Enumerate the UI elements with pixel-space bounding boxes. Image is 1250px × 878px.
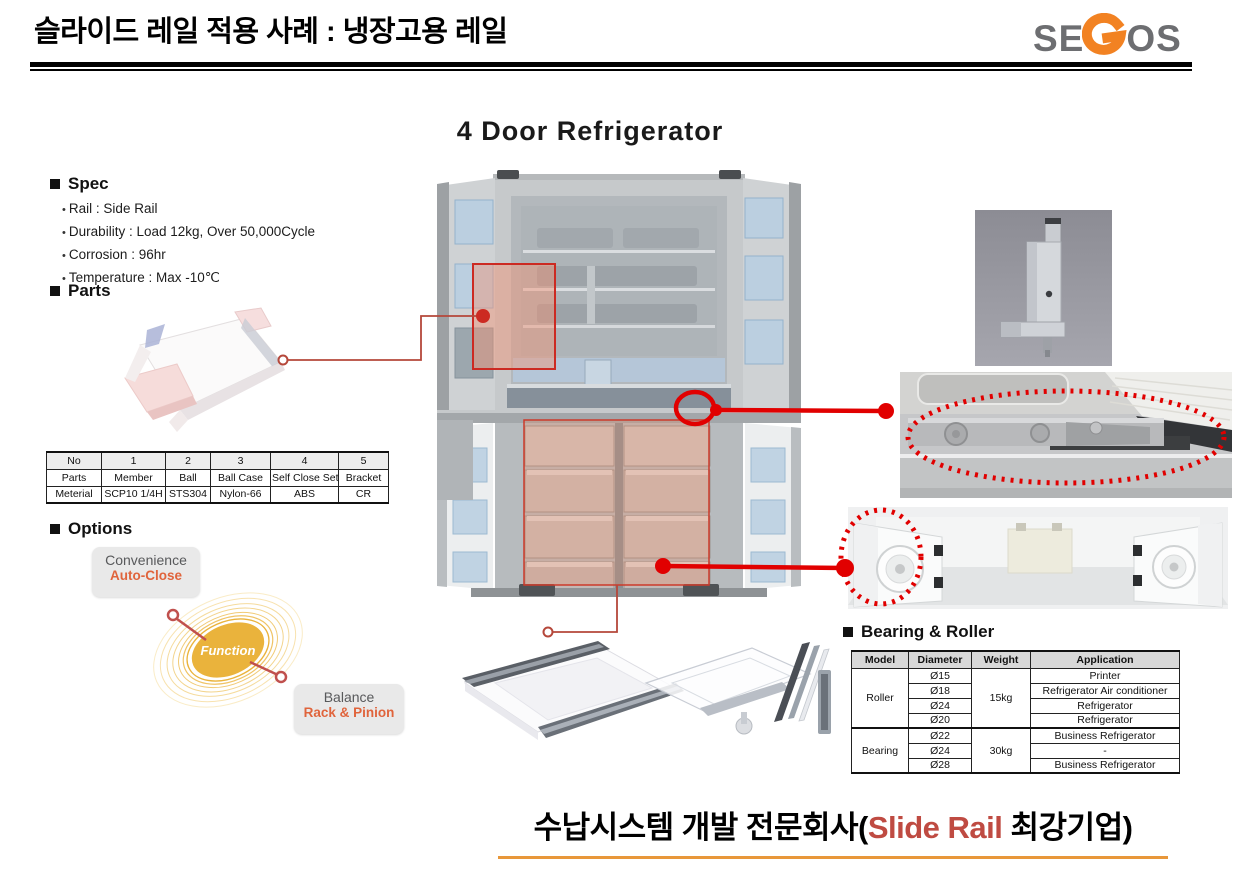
parts-rail-image — [85, 300, 297, 453]
footer-highlight: Slide Rail — [867, 810, 1003, 845]
spec-heading: Spec — [50, 174, 109, 194]
footer-text-after: 최강기업) — [1002, 810, 1133, 845]
refrigerator-image — [437, 170, 801, 618]
option-balance: Balance Rack & Pinion — [294, 684, 404, 734]
segos-g-icon — [1082, 12, 1127, 64]
connector-dot — [878, 403, 894, 419]
parts-heading: Parts — [50, 281, 111, 301]
header-rule — [30, 62, 1192, 71]
logo-text-os: OS — [1126, 17, 1182, 59]
roller-interior-photo — [848, 507, 1228, 614]
drawer-tray-images — [450, 628, 835, 758]
option-subtitle: Rack & Pinion — [303, 705, 395, 720]
spec-list: Rail : Side RailDurability : Load 12kg, … — [62, 198, 315, 290]
spec-item: Temperature : Max -10℃ — [62, 267, 315, 290]
table-row: Ø24- — [852, 742, 1180, 759]
footer-underline — [498, 856, 1168, 859]
logo-text-se: SE — [1033, 17, 1085, 59]
bearing-roller-heading: Bearing & Roller — [843, 622, 994, 642]
square-bullet-icon — [50, 286, 60, 296]
spec-item: Rail : Side Rail — [62, 198, 315, 221]
bracket-photo — [975, 210, 1112, 371]
footer-slogan: 수납시스템 개발 전문회사(Slide Rail 최강기업) — [480, 802, 1186, 847]
square-bullet-icon — [50, 524, 60, 534]
function-graphic: Function — [146, 584, 310, 716]
option-convenience: Convenience Auto-Close — [92, 547, 200, 597]
option-subtitle: Auto-Close — [110, 568, 182, 583]
option-title: Convenience — [105, 552, 187, 568]
square-bullet-icon — [843, 627, 853, 637]
spec-item: Durability : Load 12kg, Over 50,000Cycle — [62, 221, 315, 244]
main-heading: 4 Door Refrigerator — [456, 116, 724, 146]
footer-text-before: 수납시스템 개발 전문회사( — [533, 810, 869, 845]
spec-item: Corrosion : 96hr — [62, 244, 315, 267]
square-bullet-icon — [50, 179, 60, 189]
segos-logo: SE OS — [1033, 12, 1182, 60]
options-heading: Options — [50, 519, 132, 539]
rail-closeup-photo — [900, 372, 1233, 503]
page-title: 슬라이드 레일 적용 사례 : 냉장고용 레일 — [34, 16, 508, 48]
option-title: Balance — [323, 689, 375, 705]
function-label: Function — [201, 643, 256, 658]
